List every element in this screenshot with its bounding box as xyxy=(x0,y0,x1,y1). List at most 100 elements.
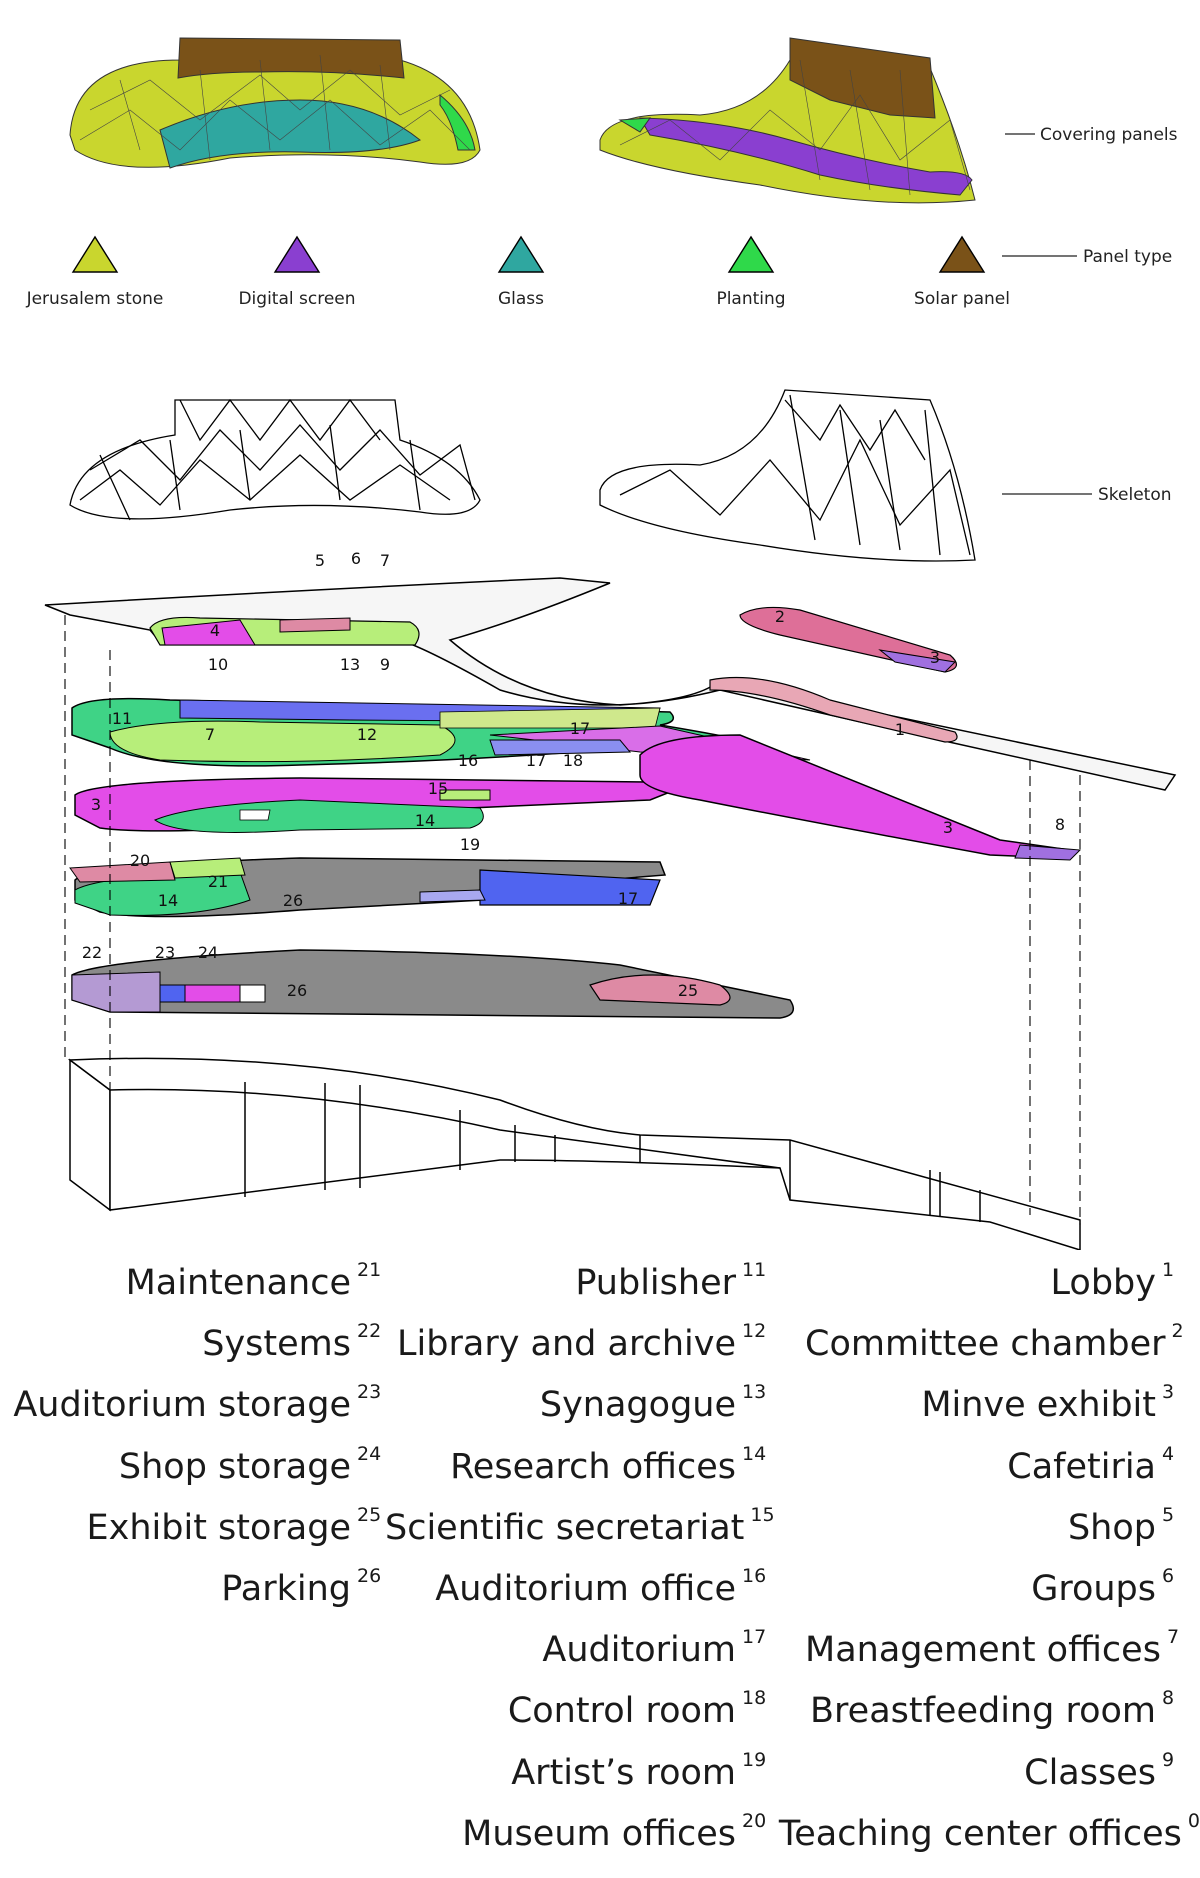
legend-row: Synagogue 13 xyxy=(385,1380,780,1441)
legend-room-number: 17 xyxy=(742,1626,767,1649)
floor-number-label: 23 xyxy=(155,943,175,962)
legend-room-number: 23 xyxy=(357,1381,382,1404)
skeleton-annotation: Skeleton xyxy=(1098,485,1172,505)
legend-row: Lobby 1 xyxy=(805,1258,1200,1319)
legend-room-number: 13 xyxy=(742,1381,767,1404)
legend-room-name: Library and archive xyxy=(397,1324,736,1365)
floor-number-label: 25 xyxy=(678,981,698,1000)
panel-type-swatch xyxy=(71,235,119,273)
legend-row: Parking 26 xyxy=(0,1564,395,1625)
legend-row: Auditorium office 16 xyxy=(385,1564,780,1625)
legend-room-number: 2 xyxy=(1171,1320,1184,1343)
floor-number-label: 22 xyxy=(82,943,102,962)
legend-room-number: 22 xyxy=(357,1320,382,1343)
floor-number-label: 2 xyxy=(775,607,785,626)
legend-room-number: 0 xyxy=(1187,1809,1200,1832)
legend-room-number: 18 xyxy=(742,1687,767,1710)
floor-number-label: 15 xyxy=(428,779,448,798)
floor-level-3 xyxy=(74,734,1082,861)
legend-room-name: Breastfeeding room xyxy=(810,1691,1156,1732)
legend-room-name: Parking xyxy=(221,1568,351,1609)
dashed-guides xyxy=(64,615,1081,1225)
legend-room-name: Shop xyxy=(1067,1507,1156,1548)
legend-room-name: Scientific secretariat xyxy=(385,1507,745,1548)
legend-room-name: Cafetiria xyxy=(1007,1446,1156,1487)
panel-type-swatch xyxy=(273,235,321,273)
floor-level-4 xyxy=(69,857,667,918)
legend-room-number: 7 xyxy=(1166,1626,1180,1649)
covering-panels-annotation: Covering panels xyxy=(1040,125,1178,145)
legend-row: Research offices 14 xyxy=(385,1442,780,1503)
panel-type-label: Solar panel xyxy=(914,289,1010,309)
legend-room-number: 21 xyxy=(357,1259,382,1281)
floor-number-label: 11 xyxy=(112,709,132,728)
legend-room-number: 12 xyxy=(742,1320,767,1343)
legend-row: Library and archive 12 xyxy=(385,1319,780,1380)
legend-room-number: 5 xyxy=(1162,1503,1175,1526)
legend-row: Shop 5 xyxy=(805,1503,1200,1564)
legend-room-name: Auditorium office xyxy=(435,1568,736,1609)
legend-room-name: Research offices xyxy=(450,1446,736,1487)
floor-number-label: 24 xyxy=(198,943,218,962)
legend-room-number: 19 xyxy=(742,1748,767,1771)
floor-number-label: 20 xyxy=(130,851,150,870)
legend-room-name: Lobby xyxy=(1050,1263,1156,1303)
floor-number-label: 8 xyxy=(1055,815,1065,834)
legend-row: Museum offices 20 xyxy=(385,1809,780,1870)
floor-number-label: 21 xyxy=(208,872,228,891)
panel-type-label: Glass xyxy=(498,289,544,309)
floor-number-label: 1 xyxy=(895,720,905,739)
legend-room-number: 1 xyxy=(1162,1259,1175,1281)
floor-number-label: 10 xyxy=(208,655,228,674)
legend-room-name: Museum offices xyxy=(462,1813,736,1854)
legend-room-name: Publisher xyxy=(575,1263,736,1303)
legend-room-number: 3 xyxy=(1162,1381,1175,1404)
floor-number-label: 13 xyxy=(340,655,360,674)
floor-number-label: 9 xyxy=(380,655,390,674)
legend-room-name: Artist’s room xyxy=(511,1752,736,1793)
legend-room-name: Control room xyxy=(507,1691,736,1732)
legend-room-number: 14 xyxy=(742,1442,767,1465)
legend-room-name: Auditorium storage xyxy=(13,1385,351,1426)
legend-room-number: 9 xyxy=(1162,1748,1175,1771)
floor-number-label: 3 xyxy=(943,818,953,837)
floor-number-label: 18 xyxy=(563,751,583,770)
legend-room-name: Synagogue xyxy=(539,1385,736,1426)
floor-number-label: 4 xyxy=(210,621,220,640)
panel-type-label: Planting xyxy=(716,289,785,309)
floor-number-label: 26 xyxy=(283,891,303,910)
legend-room-name: Management offices xyxy=(805,1630,1161,1671)
floor-number-label: 17 xyxy=(618,889,638,908)
legend-room-number: 26 xyxy=(357,1564,382,1587)
floor-number-label: 14 xyxy=(158,891,178,910)
legend-row: Artist’s room 19 xyxy=(385,1748,780,1809)
floor-number-label: 19 xyxy=(460,835,480,854)
skeleton-left-shell xyxy=(69,398,481,521)
legend-room-number: 16 xyxy=(742,1564,767,1587)
base-plinth xyxy=(67,1057,1081,1250)
floor-number-label: 7 xyxy=(205,725,215,744)
floor-number-label: 3 xyxy=(91,795,101,814)
floor-level-5 xyxy=(71,949,795,1019)
legend-room-name: Exhibit storage xyxy=(86,1507,351,1548)
panel-type-label: Jerusalem stone xyxy=(26,289,164,309)
floor-number-label: 17 xyxy=(526,751,546,770)
floor-number-label: 26 xyxy=(287,981,307,1000)
legend-room-number: 20 xyxy=(742,1809,767,1832)
roof-slab xyxy=(44,577,1177,791)
floor-number-label: 17 xyxy=(570,719,590,738)
